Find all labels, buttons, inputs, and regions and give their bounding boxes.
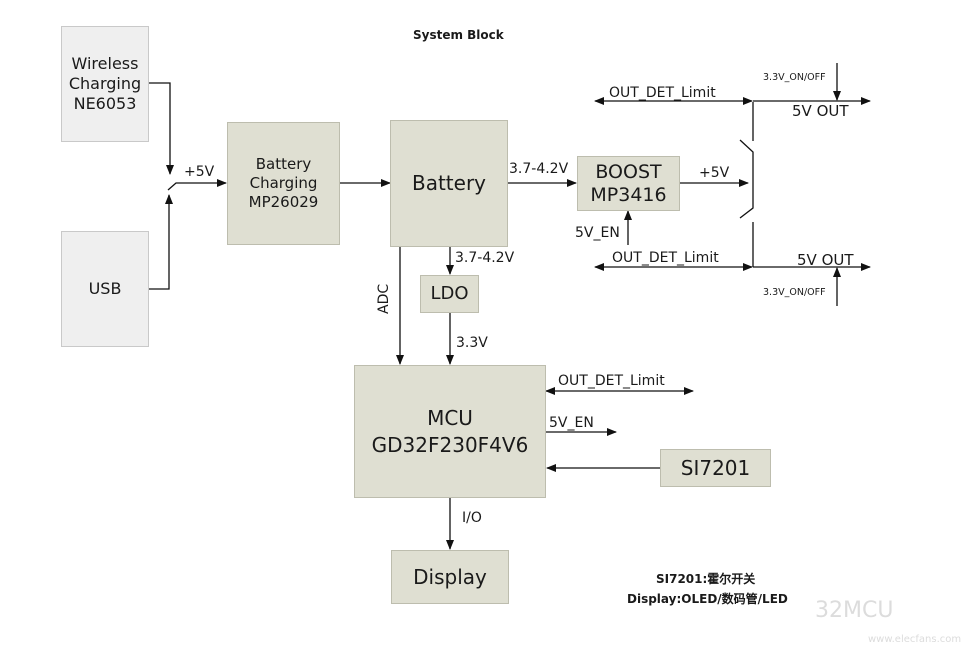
battery-block: Battery	[390, 120, 508, 247]
label-onoff-bottom: 3.3V_ON/OFF	[763, 287, 826, 298]
note-display: Display:OLED/数码管/LED	[627, 592, 788, 606]
boost-line1: BOOST	[595, 160, 662, 183]
wireless-line2: Charging	[68, 74, 142, 93]
label-adc: ADC	[376, 283, 392, 314]
label-mcu-out-det: OUT_DET_Limit	[558, 373, 665, 389]
note-si7201: SI7201:霍尔开关	[656, 572, 756, 586]
output-switch-top	[739, 102, 754, 183]
watermark-url: www.elecfans.com	[868, 634, 962, 645]
label-bat-to-ldo: 3.7-4.2V	[455, 250, 515, 266]
mcu-line2: GD32F230F4V6	[371, 432, 529, 457]
label-out-det-top: OUT_DET_Limit	[609, 85, 716, 101]
input-switch	[167, 179, 227, 191]
label-5v-out-bottom: 5V OUT	[797, 251, 854, 269]
mcu-block: MCU GD32F230F4V6	[354, 365, 546, 498]
wireless-line3: NE6053	[73, 94, 137, 113]
label-mcu-5v-en: 5V_EN	[549, 415, 594, 431]
label-out-det-bottom: OUT_DET_Limit	[612, 250, 719, 266]
boost-line2: MP3416	[590, 183, 667, 206]
label-onoff-top: 3.3V_ON/OFF	[763, 72, 826, 83]
charger-line2: Charging	[249, 174, 318, 193]
label-io: I/O	[462, 510, 482, 526]
label-boost-en: 5V_EN	[575, 225, 620, 241]
usb-block: USB	[61, 231, 149, 347]
si7201-block: SI7201	[660, 449, 771, 487]
wireless-line1: Wireless	[71, 54, 139, 73]
label-ldo-out: 3.3V	[456, 335, 488, 351]
battery-charging-block: Battery Charging MP26029	[227, 122, 340, 245]
wire-usb	[148, 194, 173, 290]
display-block: Display	[391, 550, 509, 604]
charger-line3: MP26029	[248, 192, 319, 211]
output-switch-bottom	[739, 183, 754, 267]
battery-label: Battery	[411, 171, 487, 195]
label-5v-out-top: 5V OUT	[792, 102, 849, 120]
wire-wireless	[148, 82, 174, 175]
wireless-charging-block: Wireless Charging NE6053	[61, 26, 149, 142]
diagram-title: System Block	[413, 28, 504, 42]
label-plus5v-in: +5V	[184, 164, 215, 180]
charger-line1: Battery	[255, 155, 312, 174]
boost-block: BOOST MP3416	[577, 156, 680, 211]
watermark-logo: 32MCU	[815, 598, 893, 623]
usb-label: USB	[88, 279, 122, 298]
watermark-brand: 32MCU	[815, 598, 894, 623]
label-boost-out: +5V	[699, 165, 730, 181]
display-label: Display	[413, 564, 487, 589]
si7201-label: SI7201	[680, 455, 751, 480]
label-bat-to-boost: 3.7-4.2V	[509, 161, 569, 177]
mcu-line1: MCU	[427, 405, 473, 430]
ldo-block: LDO	[420, 275, 479, 313]
ldo-label: LDO	[430, 282, 469, 304]
